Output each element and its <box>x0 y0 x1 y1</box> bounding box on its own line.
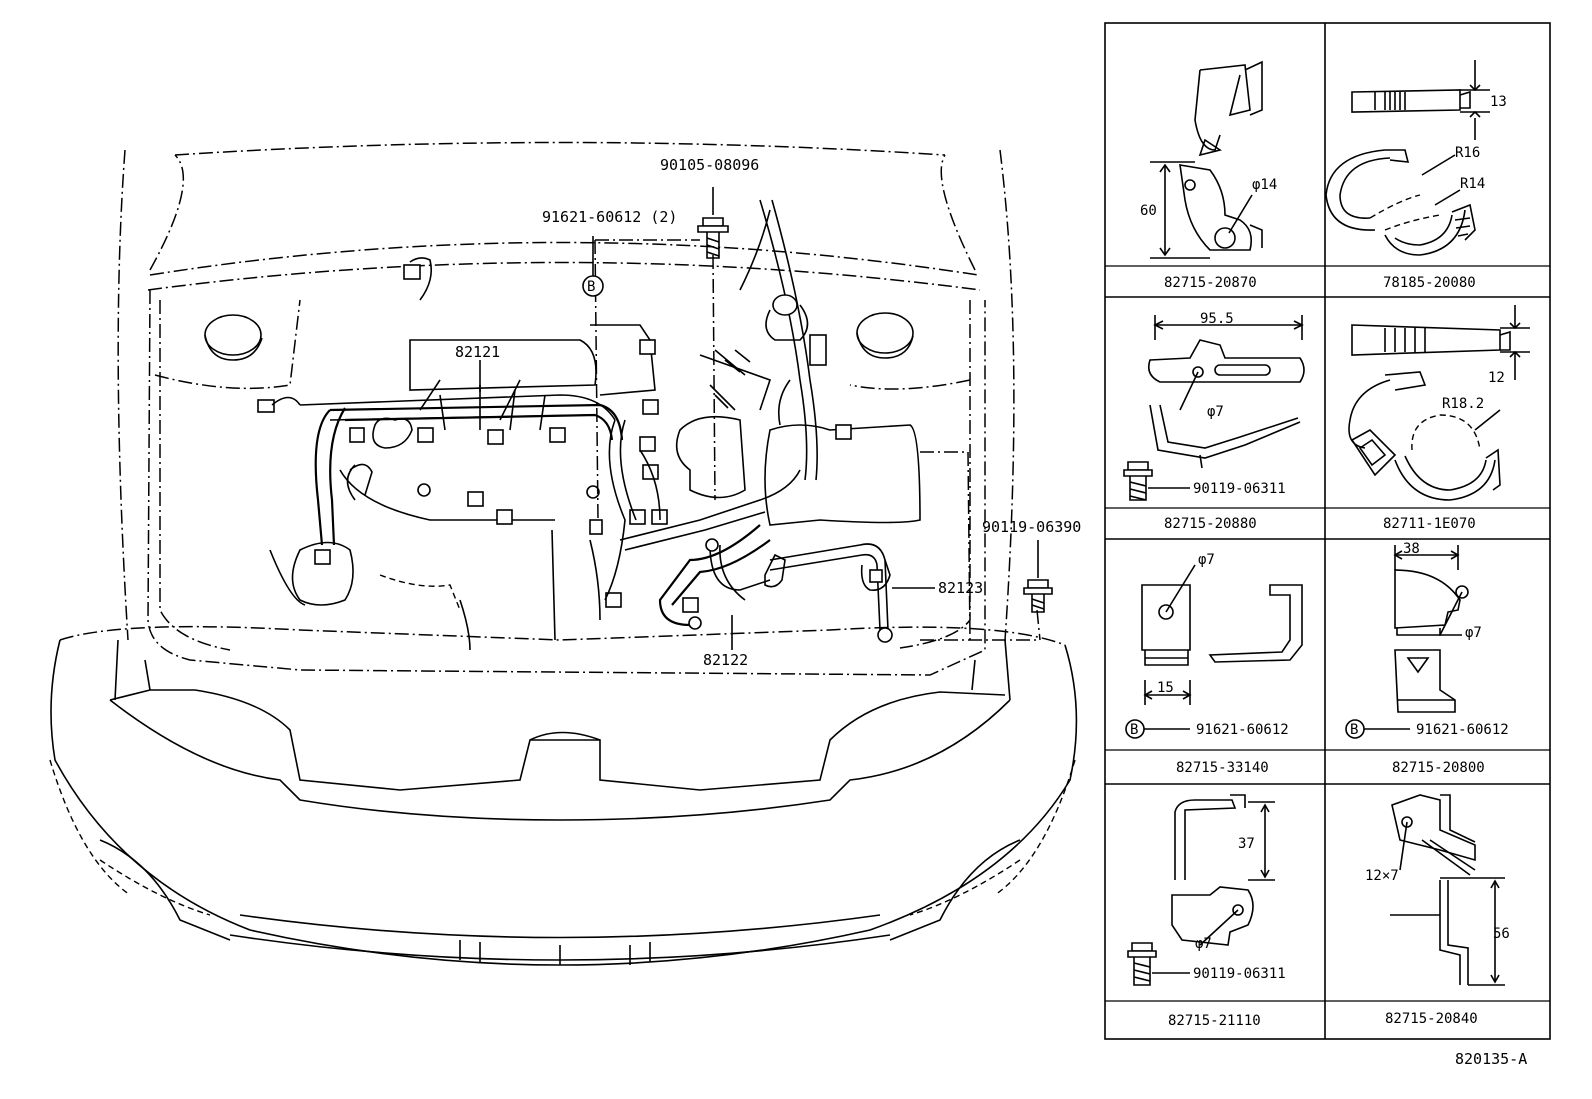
dim-r14: R14 <box>1460 176 1485 192</box>
dim-37: 37 <box>1238 836 1255 852</box>
harness-82122-label: 82122 <box>703 651 748 669</box>
dim-r18-2: R18.2 <box>1442 396 1484 412</box>
bolt-90119-06390-icon <box>1023 540 1053 613</box>
dim-phi14: φ14 <box>1252 177 1277 193</box>
clip-b-marker-letter: B <box>587 279 595 295</box>
part-cell-82715-20840: 12×7 56 82715-20840 <box>1365 794 1510 1027</box>
clip-ref-b-a: B <box>1130 722 1138 738</box>
part-no-82715-20800: 82715-20800 <box>1392 760 1485 776</box>
dim-phi7-c: φ7 <box>1465 625 1482 641</box>
dim-13: 13 <box>1490 94 1507 110</box>
harness-82121-label: 82121 <box>455 343 500 361</box>
dim-phi7-b: φ7 <box>1198 552 1215 568</box>
dim-phi7-d: φ7 <box>1195 936 1212 952</box>
part-no-78185-20080: 78185-20080 <box>1383 275 1476 291</box>
part-cell-82715-20800: B 38 φ7 91621-60612 82715-20800 <box>1345 541 1509 776</box>
bolt-right-label: 90119-06390 <box>982 518 1081 536</box>
part-no-82715-20880: 82715-20880 <box>1164 516 1257 532</box>
part-no-82715-33140: 82715-33140 <box>1176 760 1269 776</box>
part-cell-82711-1e070: 12 R18.2 82711-1E070 <box>1348 305 1530 532</box>
figure-id: 820135-A <box>1455 1050 1527 1068</box>
bolt-label-90119-06311-b: 90119-06311 <box>1193 966 1286 982</box>
dim-15: 15 <box>1157 680 1174 696</box>
part-cell-82715-20870: 60 φ14 82715-20870 <box>1140 60 1277 291</box>
part-cell-78185-20080: 13 R16 R14 78185-20080 <box>1325 60 1507 291</box>
dim-12x7: 12×7 <box>1365 868 1399 884</box>
dim-12: 12 <box>1488 370 1505 386</box>
bolt-top-label: 90105-08096 <box>660 156 759 174</box>
dim-60: 60 <box>1140 203 1157 219</box>
parts-panel: 60 φ14 82715-20870 13 R16 R14 78185- <box>1104 22 1551 1040</box>
part-cell-82715-20880: 95.5 φ7 90119-06311 82715-20880 <box>1123 311 1305 532</box>
part-no-82715-20840: 82715-20840 <box>1385 1011 1478 1027</box>
clip-label-91621-a: 91621-60612 <box>1196 722 1289 738</box>
bolt-label-90119-06311-a: 90119-06311 <box>1193 481 1286 497</box>
harness-82123-label: 82123 <box>938 579 983 597</box>
bolt-90105-icon <box>697 187 729 259</box>
part-no-82715-20870: 82715-20870 <box>1164 275 1257 291</box>
dim-r16: R16 <box>1455 145 1480 161</box>
engine-bay-drawing: B 90105-08096 91621-60612 (2) 82121 8212… <box>49 141 1081 966</box>
dim-56: 56 <box>1493 926 1510 942</box>
part-no-82711-1e070: 82711-1E070 <box>1383 516 1476 532</box>
clip-b-label: 91621-60612 (2) <box>542 208 677 226</box>
part-cell-82715-21110: 37 φ7 90119-06311 82715-21110 <box>1127 794 1286 1029</box>
clip-ref-b-b: B <box>1350 722 1358 738</box>
part-cell-82715-33140: B φ7 15 91621-60612 82715-33140 <box>1125 552 1303 776</box>
dim-38: 38 <box>1403 541 1420 557</box>
part-no-82715-21110: 82715-21110 <box>1168 1013 1261 1029</box>
dim-phi7-a: φ7 <box>1207 404 1224 420</box>
dim-95-5: 95.5 <box>1200 311 1234 327</box>
clip-label-91621-b: 91621-60612 <box>1416 722 1509 738</box>
